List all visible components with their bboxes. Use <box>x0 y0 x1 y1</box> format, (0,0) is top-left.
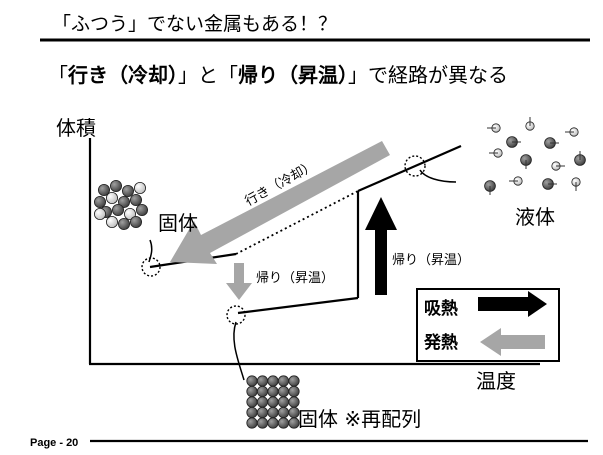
subtitle: 「行き（冷却）」と「帰り（昇温）」で経路が異なる <box>48 63 508 87</box>
dark-atom <box>288 406 300 419</box>
dark-atom <box>267 396 279 408</box>
dark-atom <box>129 193 142 206</box>
subtitle-part: 「 <box>48 63 68 87</box>
header-title: 「ふつう」でない金属もある！？ <box>52 13 337 35</box>
liquid-label: 液体 <box>515 205 555 229</box>
dark-atom <box>118 217 131 230</box>
dark-atom <box>129 215 142 228</box>
state-curves <box>148 144 462 381</box>
dark-atom <box>267 406 279 419</box>
liquid-line <box>357 144 462 193</box>
light-atom <box>133 181 146 194</box>
dark-atom <box>246 385 258 398</box>
heating-up-arrow <box>365 197 397 295</box>
dark-atom <box>256 385 269 398</box>
heating-arrow-label-1: 帰り（昇温） <box>256 270 334 286</box>
footer-page-number: Page - 20 <box>30 437 78 449</box>
solid-label: 固体 <box>158 211 198 235</box>
dark-atom <box>122 184 135 197</box>
light-atom <box>94 207 107 220</box>
rearranged-atom-grid-icon <box>246 375 300 429</box>
legend-absorb-arrow <box>478 291 547 317</box>
dark-atom <box>277 396 290 408</box>
dark-atom <box>256 396 269 408</box>
rearranged-solid-label: 固体 ※再配列 <box>298 407 421 431</box>
dark-atom <box>246 406 258 419</box>
dark-atom <box>288 375 300 387</box>
dark-atom <box>135 203 148 216</box>
solid-atom-cluster-icon <box>94 179 148 230</box>
subtitle-part: 帰り（昇温） <box>238 63 348 87</box>
heating-arrow-label-2: 帰り（昇温） <box>392 252 470 268</box>
legend-release-label: 発熱 <box>423 332 458 353</box>
dark-atom <box>98 183 111 196</box>
dark-atom <box>112 203 125 216</box>
light-atom <box>106 191 119 204</box>
cooling-arrow <box>170 141 390 264</box>
dark-atom <box>277 385 290 398</box>
dark-atom <box>256 375 269 387</box>
dark-atom <box>256 406 269 419</box>
dark-atom <box>267 385 279 398</box>
dark-atom <box>277 417 290 429</box>
light-atom <box>106 215 119 228</box>
heating-down-arrow <box>226 263 252 300</box>
dark-atom <box>277 406 290 419</box>
rearranged-leader <box>233 321 245 381</box>
dark-atom <box>267 375 279 387</box>
solid-leader <box>148 239 153 263</box>
dark-atom <box>277 375 290 387</box>
dark-atom <box>288 417 300 429</box>
liquid-leader <box>419 169 457 183</box>
solid-point-marker <box>141 257 161 277</box>
dark-atom <box>94 195 107 208</box>
dark-atom <box>246 417 258 429</box>
dark-atom <box>288 396 300 408</box>
subtitle-part: 」で経路が異なる <box>348 63 508 87</box>
light-atom <box>124 207 137 220</box>
liquid-point-marker <box>404 155 426 177</box>
dark-atom <box>256 417 269 429</box>
dark-atom <box>267 417 279 429</box>
dark-atom <box>118 195 131 208</box>
subtitle-part: 」と「 <box>178 63 238 87</box>
x-axis-label: 温度 <box>476 369 516 393</box>
legend-release-arrow <box>480 328 545 356</box>
dark-atom <box>246 396 258 408</box>
rearranged-point-marker <box>226 305 246 325</box>
dark-atom <box>288 385 300 398</box>
dark-atom <box>110 179 123 192</box>
legend: 吸熱 発熱 <box>416 288 560 362</box>
dark-atom <box>246 375 258 387</box>
legend-absorb-label: 吸熱 <box>424 298 458 319</box>
liquid-atoms-icon <box>484 117 586 195</box>
subtitle-part: 行き（冷却） <box>67 63 178 87</box>
rearranged-solid-line <box>237 296 359 315</box>
y-axis-label: 体積 <box>56 116 96 140</box>
